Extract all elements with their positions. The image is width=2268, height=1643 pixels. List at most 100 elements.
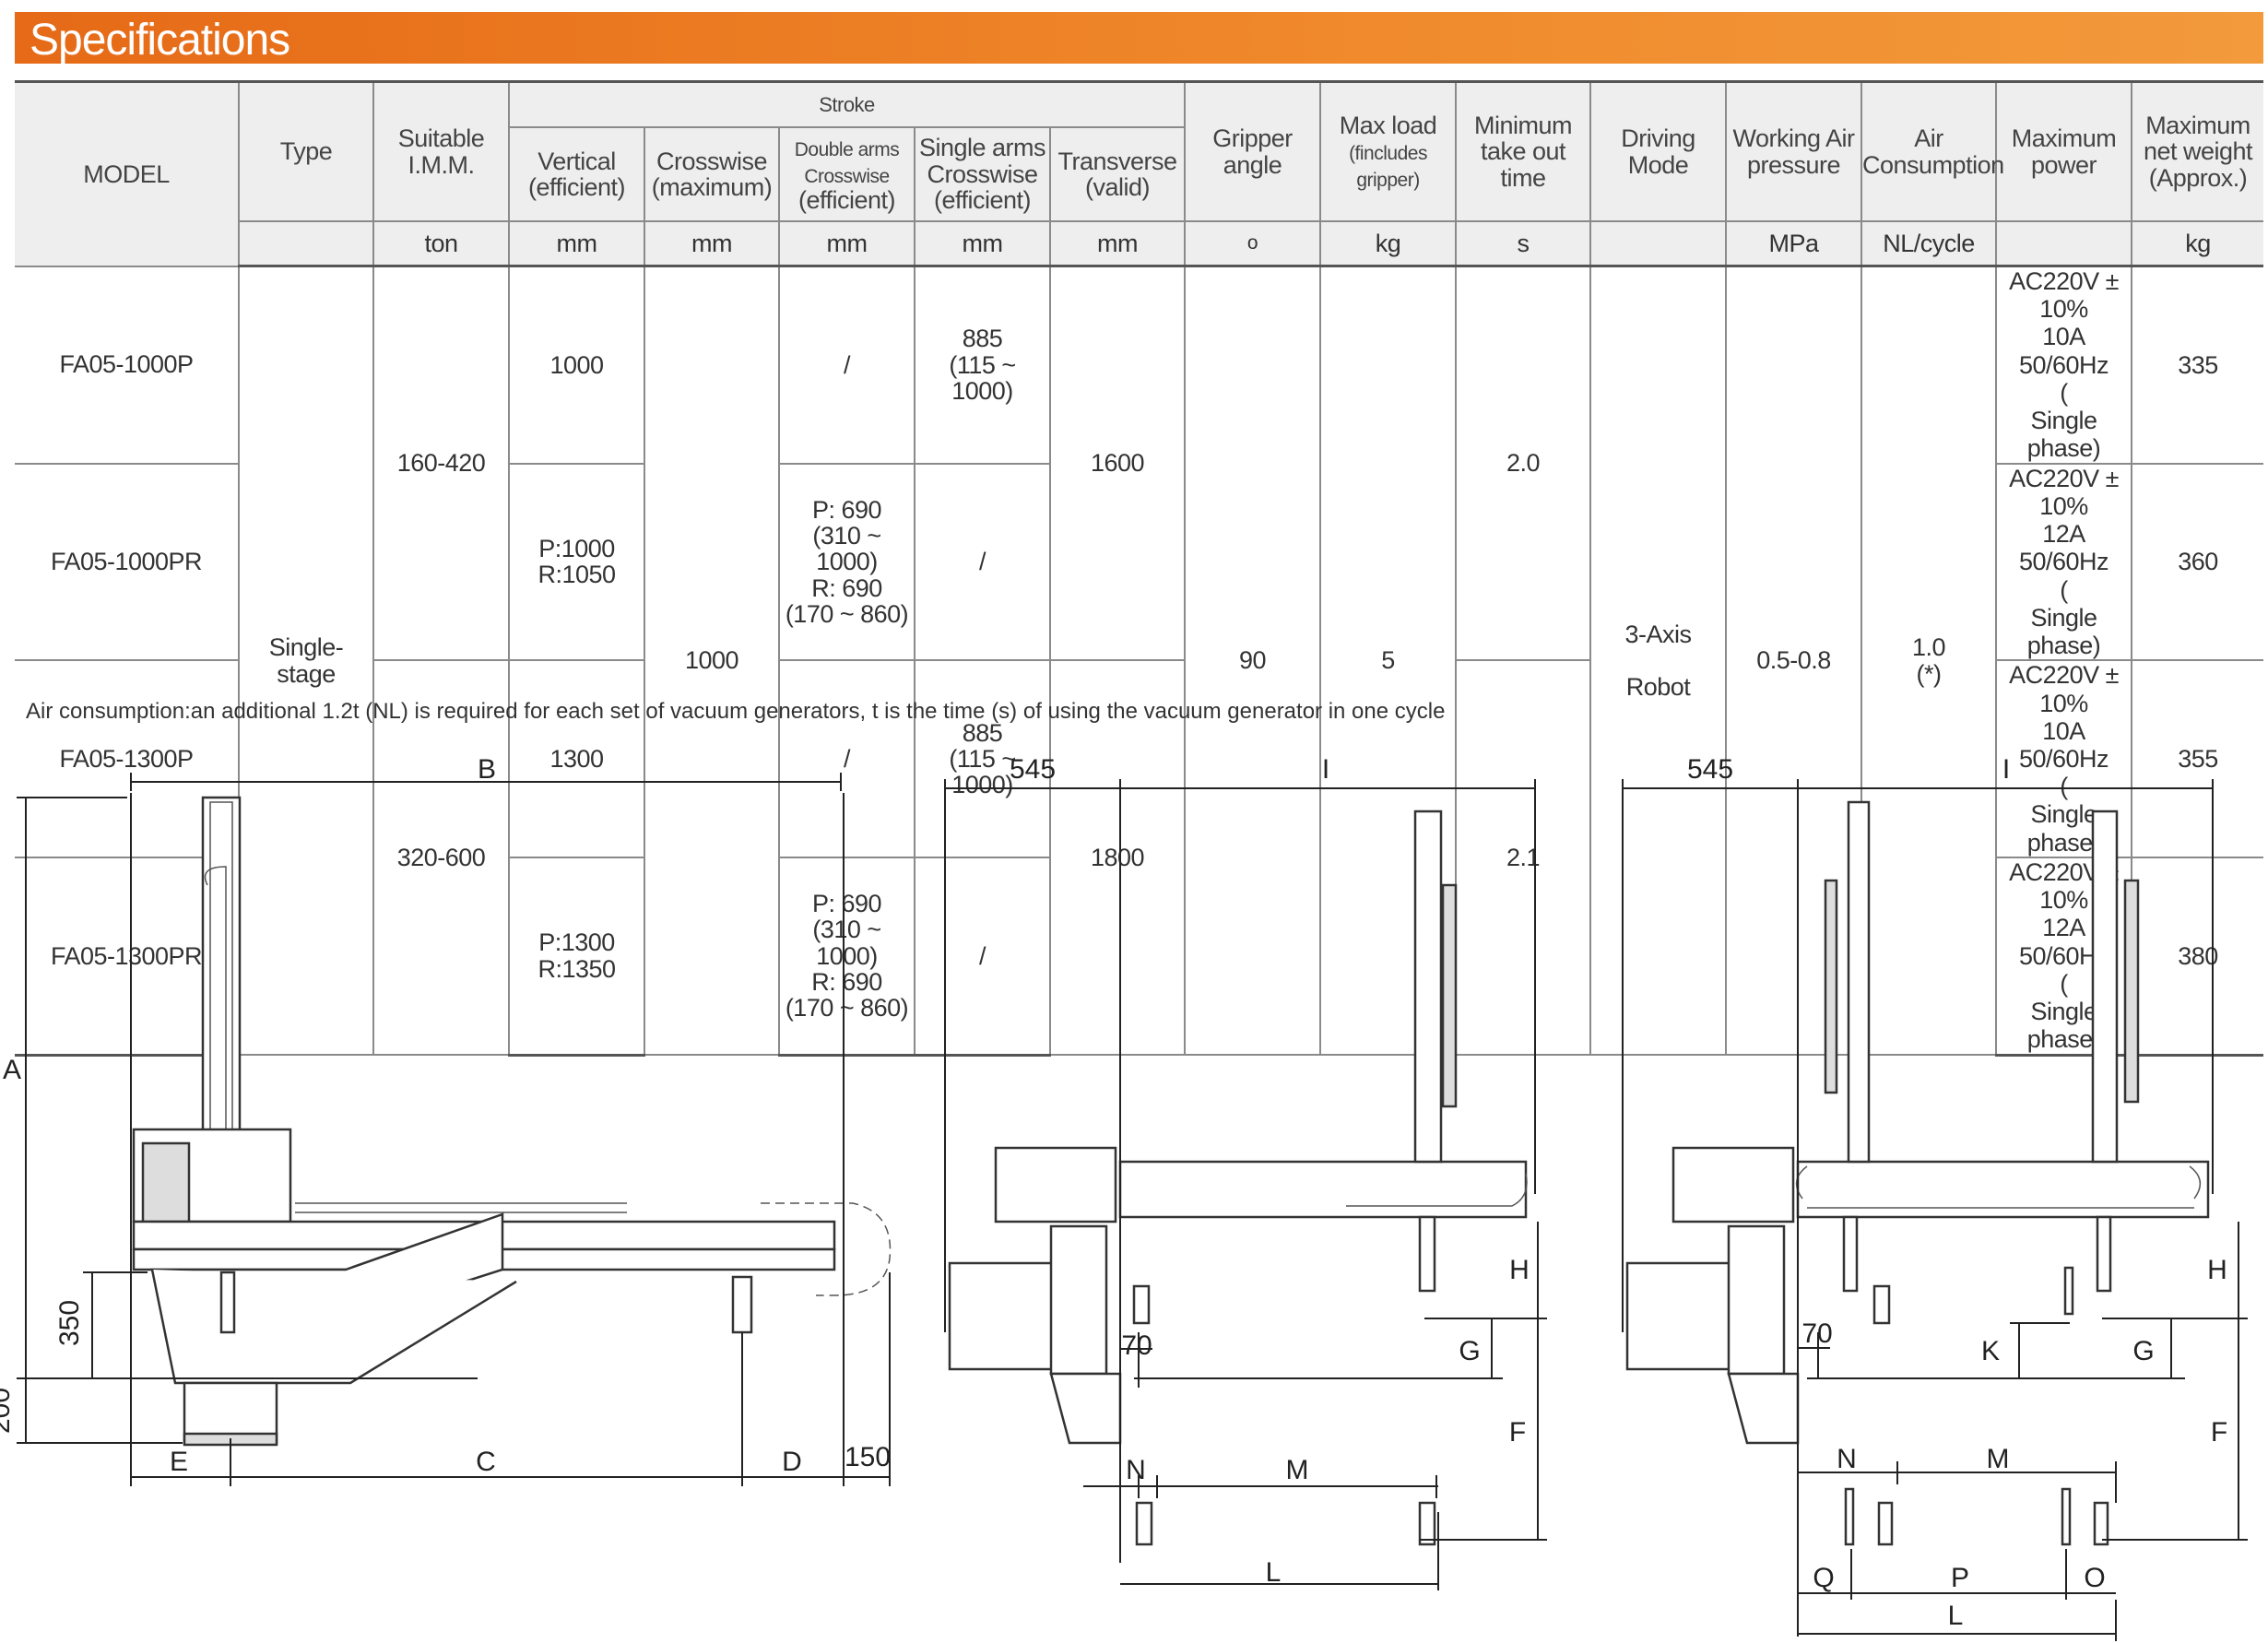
air-pressure-cell: 0.5-0.8 xyxy=(1725,265,1863,1057)
unit-power xyxy=(1995,220,2133,267)
header-power: Maximum power xyxy=(1995,80,2133,222)
header-air-consumption: Air Consumption xyxy=(1860,80,2004,222)
table-row: FA05-1300P 320-600 1300 / 885 (115 ~ 100… xyxy=(15,659,2264,1057)
unit-vertical: mm xyxy=(508,220,645,267)
title-bar: Specifications xyxy=(15,12,2263,65)
dim-E: E xyxy=(170,1447,188,1477)
dim-F: F xyxy=(2211,1417,2227,1448)
base-unit xyxy=(994,1146,1117,1223)
dim-N: N xyxy=(1126,1455,1146,1485)
dim-L: L xyxy=(1266,1557,1282,1588)
dim-O: O xyxy=(2084,1563,2105,1593)
dim-A: A xyxy=(3,1055,21,1085)
front-view-double-arm-drawing: 545 I H G K F 70 N M Q P O L xyxy=(1622,754,2248,1641)
table-row: FA05-1000PR P:1000 R:1050 P: 690 (310 ~ … xyxy=(15,462,2264,662)
crosswise-beam xyxy=(1796,1160,2210,1219)
dim-H: H xyxy=(2207,1255,2227,1285)
header-max-load: Max load (fincludes gripper) xyxy=(1319,80,1458,222)
header-vertical: Vertical (efficient) xyxy=(509,126,645,222)
double-arms-cell: P: 690 (310 ~ 1000) R: 690 (170 ~ 860) xyxy=(778,856,915,1057)
dim-70: 70 xyxy=(1121,1330,1152,1361)
weight-cell: 335 xyxy=(2131,265,2264,465)
max-load-label: Max load xyxy=(1339,111,1437,139)
table-row: FA05-1000P Single- stage 160-420 1000 10… xyxy=(15,265,2264,1057)
header-row: MODEL Type Suitable I.M.M. Stroke Grippe… xyxy=(15,80,2264,267)
page-title: Specifications xyxy=(30,16,290,65)
header-type: Type xyxy=(238,80,374,222)
unit-imm: ton xyxy=(372,220,510,267)
max-load-sub: (fincludes gripper) xyxy=(1349,143,1427,191)
double-arms-cell: P: 690 (310 ~ 1000) R: 690 (170 ~ 860) xyxy=(778,462,915,662)
type-cell: Single- stage xyxy=(238,265,374,1057)
dim-M: M xyxy=(1987,1444,2010,1474)
dim-150: 150 xyxy=(845,1442,891,1472)
header-take-out: Minimum take out time xyxy=(1455,80,1592,222)
dim-D: D xyxy=(782,1447,802,1477)
driving-cell: 3-Axis Robot xyxy=(1589,265,1728,1057)
power-cell: AC220V ± 10% 10A 50/60Hz ( Single phase) xyxy=(1995,265,2133,465)
header-single-arms: Single arms Crosswise (efficient) xyxy=(914,126,1051,222)
gripper-cell: 90 xyxy=(1184,265,1322,1057)
double-arms-sub: (efficient) xyxy=(797,186,896,215)
dim-350: 350 xyxy=(54,1300,85,1346)
vertical-arm-2 xyxy=(2091,810,2119,1164)
weight-cell: 355 xyxy=(2131,659,2264,858)
transverse-cell: 1800 xyxy=(1048,659,1187,1057)
header-subrow: Vertical (efficient) Crosswise (maximum)… xyxy=(15,126,2263,222)
unit-max-load: kg xyxy=(1319,220,1458,267)
dim-B: B xyxy=(478,754,496,785)
units-row: ton mm mm mm mm mm o kg s MPa NL/cycle k… xyxy=(15,220,2264,267)
dim-545: 545 xyxy=(1687,754,1733,785)
header-crosswise: Crosswise (maximum) xyxy=(644,126,780,222)
base-frame xyxy=(150,1269,517,1385)
model-cell: FA05-1000P xyxy=(15,265,240,465)
double-arms-cell: / xyxy=(778,659,915,858)
unit-type xyxy=(239,220,374,267)
dim-M: M xyxy=(1286,1455,1309,1485)
single-arms-cell: 885 (115 ~ 1000) xyxy=(914,659,1051,858)
header-stroke: Stroke xyxy=(507,80,1187,128)
air-consumption-note: Air consumption:an additional 1.2t (NL) … xyxy=(26,699,1446,724)
vertical-cell: 1300 xyxy=(508,659,645,858)
dim-G: G xyxy=(2132,1336,2154,1366)
power-cell: AC220V ± 10% 10A 50/60Hz ( Single phase) xyxy=(1995,659,2133,858)
unit-transverse: mm xyxy=(1048,220,1187,267)
unit-air-pressure: MPa xyxy=(1725,220,1863,267)
base-unit xyxy=(1671,1146,1795,1223)
dim-K: K xyxy=(1981,1336,2000,1366)
dim-L: L xyxy=(1948,1601,1964,1631)
model-cell: FA05-1000PR xyxy=(15,462,240,662)
air-consumption-cell: 1.0 (*) xyxy=(1860,265,1998,1057)
header-gripper: Gripper angle xyxy=(1184,80,1322,222)
weight-cell: 360 xyxy=(2131,462,2264,662)
front-view-single-arm-drawing: 545 I H G F 70 N M L xyxy=(944,754,1547,1590)
single-arms-cell: / xyxy=(914,462,1051,662)
specifications-table: MODEL Type Suitable I.M.M. Stroke Grippe… xyxy=(15,80,2264,1057)
dim-P: P xyxy=(1951,1563,1969,1593)
take-out-cell: 2.0 xyxy=(1455,265,1592,662)
side-view-drawing: B A 350 200 E C D 150 xyxy=(0,754,892,1486)
take-out-cell: 2.1 xyxy=(1455,659,1592,1057)
header-weight: Maximum net weight (Approx.) xyxy=(2131,80,2264,222)
transverse-cell: 1600 xyxy=(1048,265,1187,662)
vertical-cell: P:1000 R:1050 xyxy=(508,462,645,662)
header-model: MODEL xyxy=(15,80,240,267)
dim-I: I xyxy=(1322,754,1329,785)
header-double-arms: Double arms Crosswise(efficient) xyxy=(778,126,915,222)
header-driving: Driving Mode xyxy=(1589,80,1728,222)
weight-cell: 380 xyxy=(2131,856,2264,1057)
imm-cell: 160-420 xyxy=(372,265,510,662)
vertical-arm-1 xyxy=(1847,800,1871,1164)
control-box xyxy=(1625,1261,1749,1371)
dim-I: I xyxy=(2002,754,2010,785)
unit-take-out: s xyxy=(1455,220,1592,267)
unit-weight: kg xyxy=(2131,220,2264,267)
unit-driving xyxy=(1589,220,1728,267)
dim-H: H xyxy=(1509,1255,1530,1285)
dim-200: 200 xyxy=(0,1388,16,1434)
header-transverse: Transverse (valid) xyxy=(1048,126,1186,222)
dim-F: F xyxy=(1509,1417,1526,1448)
vertical-cell: 1000 xyxy=(508,265,645,465)
single-arms-cell: 885 (115 ~ 1000) xyxy=(914,265,1051,465)
